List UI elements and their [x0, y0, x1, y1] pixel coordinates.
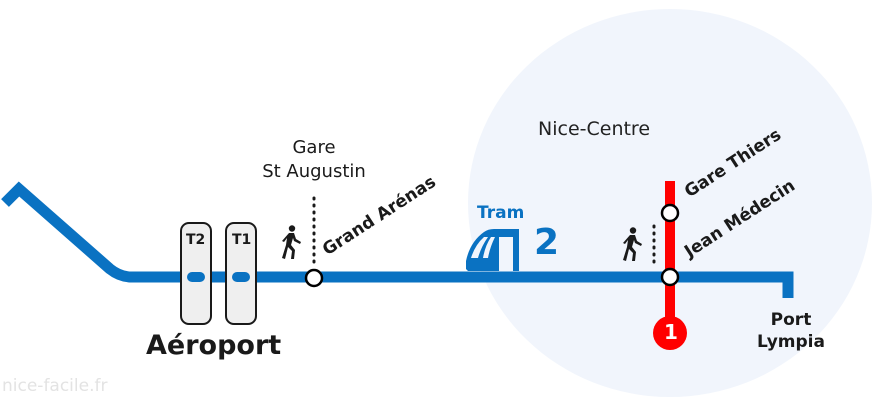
station-grand-arenas[interactable] — [304, 268, 324, 288]
pedestrian-icon — [282, 225, 301, 259]
station-port-lympia-label[interactable]: Port Lympia — [748, 309, 834, 353]
station-gare-thiers[interactable] — [660, 203, 680, 223]
terminal-t1-stop — [232, 272, 250, 282]
pedestrian-icon — [623, 227, 642, 261]
terminal-t2-label: T2 — [186, 232, 206, 248]
airport-label[interactable]: Aéroport — [146, 330, 282, 361]
terminal-t1-label: T1 — [232, 232, 252, 248]
zone-label: Nice-Centre — [538, 118, 651, 140]
line-1-badge: 1 — [664, 320, 678, 344]
terminal-t2-stop — [187, 272, 205, 282]
tram-line-number: 2 — [534, 222, 560, 263]
station-jean-medecin[interactable] — [660, 267, 680, 287]
st-augustin-line1: Gare — [292, 137, 336, 158]
credit-watermark: nice-facile.fr — [2, 376, 108, 396]
station-gare-st-augustin-label[interactable]: Gare St Augustin — [250, 136, 378, 184]
tram-icon — [466, 229, 519, 271]
tram-word: Tram — [477, 203, 525, 223]
port-lympia-line2: Lympia — [757, 332, 825, 352]
st-augustin-line2: St Augustin — [262, 161, 366, 182]
port-lympia-line1: Port — [770, 310, 812, 330]
line-1-badge-bg — [653, 316, 687, 350]
tram-line-2 — [1, 181, 794, 298]
